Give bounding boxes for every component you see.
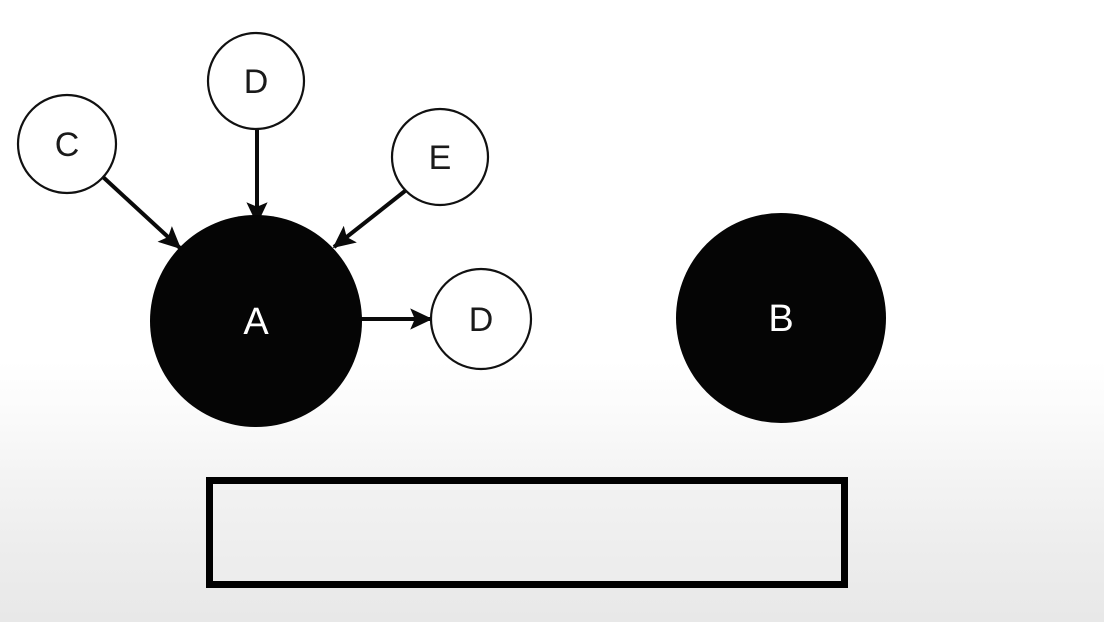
node-d-right[interactable]: D <box>429 267 533 371</box>
node-d-top[interactable]: D <box>206 31 306 131</box>
box-layer <box>206 477 848 588</box>
node-e-circle[interactable] <box>390 107 490 207</box>
node-d-top-circle[interactable] <box>206 31 306 131</box>
node-e[interactable]: E <box>390 107 490 207</box>
node-b[interactable]: B <box>676 213 886 423</box>
node-a[interactable]: A <box>150 215 362 427</box>
node-d-right-label: D <box>469 301 494 339</box>
node-e-label: E <box>429 139 452 177</box>
node-a-circle[interactable] <box>150 215 362 427</box>
node-c-circle[interactable] <box>16 93 118 195</box>
node-d-top-label: D <box>244 63 269 101</box>
node-a-label: A <box>243 301 269 343</box>
node-d-right-circle[interactable] <box>429 267 533 371</box>
edge-layer <box>101 129 433 330</box>
edge-c-to-a[interactable] <box>101 175 182 250</box>
empty-box[interactable] <box>206 477 848 588</box>
node-b-label: B <box>768 298 793 340</box>
node-c-label: C <box>55 126 80 164</box>
node-b-circle[interactable] <box>676 213 886 423</box>
node-layer: C D E A D B <box>16 31 886 427</box>
edge-e-to-a[interactable] <box>332 189 407 249</box>
node-c[interactable]: C <box>16 93 118 195</box>
